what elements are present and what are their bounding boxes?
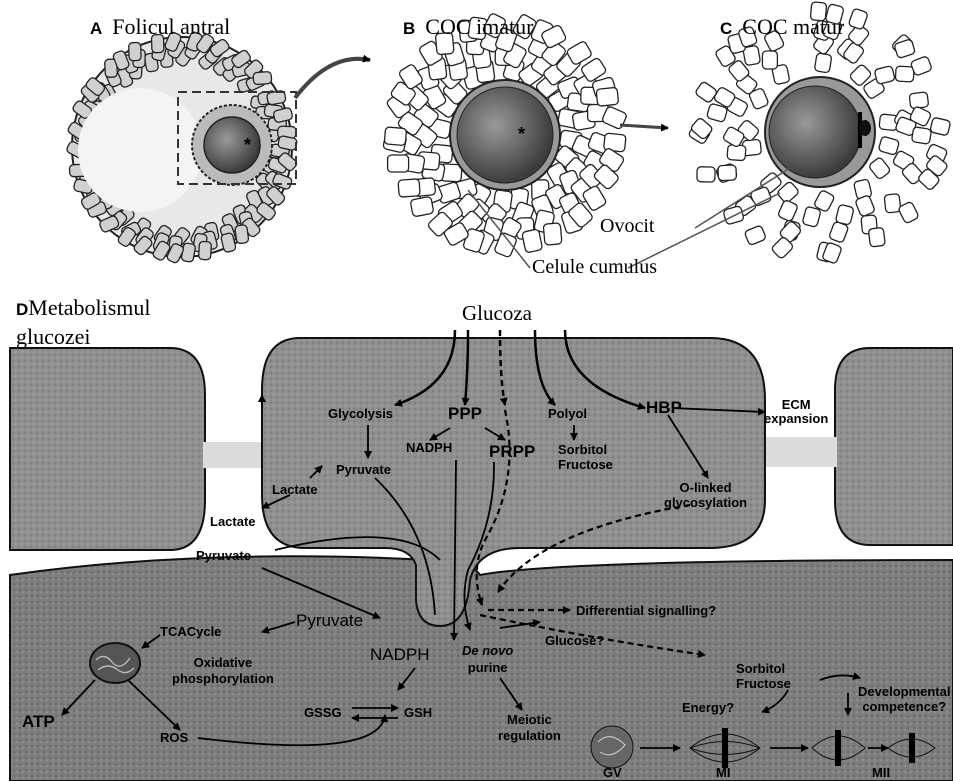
ros-label: ROS <box>160 730 188 745</box>
cell-shape <box>253 71 272 84</box>
immature-coc-drawing: * <box>383 12 628 257</box>
cell-shape <box>814 53 832 73</box>
dev-line2: competence? <box>862 699 946 714</box>
pyruvate-outer-label: Pyruvate <box>196 548 251 563</box>
cell-shape <box>909 92 929 109</box>
differential-signalling-label: Differential signalling? <box>576 603 716 618</box>
cell-shape <box>129 42 142 60</box>
cell-shape <box>388 155 409 172</box>
cell-shape <box>868 157 891 180</box>
cell-shape <box>848 8 868 30</box>
cell-shape <box>398 179 420 197</box>
cell-shape <box>522 229 543 253</box>
panel-c-title-text: COC matur <box>742 14 844 39</box>
cell-shape <box>868 227 885 247</box>
cell-shape <box>718 165 737 181</box>
fructose-cumulus-label: Fructose <box>558 457 613 472</box>
de-novo-text: De novo <box>462 643 513 658</box>
sorbitol-oocyte-label: Sorbitol <box>736 661 785 676</box>
meiotic-line2: regulation <box>498 728 561 743</box>
ecm-line2: expansion <box>764 411 828 426</box>
cell-shape <box>543 223 562 245</box>
ovocit-label: Ovocit <box>600 215 654 238</box>
cell-shape <box>777 199 798 222</box>
lactate-outer-label: Lactate <box>210 514 256 529</box>
dev-line1: Developmental <box>858 684 950 699</box>
panel-b-title-text: COC imatur <box>425 14 533 39</box>
glucose-question-label: Glucose? <box>545 633 604 648</box>
cell-shape <box>199 241 212 260</box>
panel-d-title-line1: Metabolismul <box>28 295 150 320</box>
tca-cycle-label: TCACycle <box>160 624 221 639</box>
cell-shape <box>898 201 920 224</box>
mi-label: MI <box>716 765 730 780</box>
oxphos-line2: phosphorylation <box>172 671 274 686</box>
mature-coc-drawing <box>688 2 951 264</box>
panel-c-letter: C <box>720 19 732 38</box>
ecm-expansion-label: ECM expansion <box>764 398 828 426</box>
purine-text: purine <box>468 660 508 675</box>
panel-b-letter: B <box>403 19 415 38</box>
panel-d-letter: D <box>16 300 28 319</box>
cell-shape <box>697 167 715 182</box>
sorbitol-cumulus-label: Sorbitol <box>558 442 607 457</box>
nadph-oocyte-label: NADPH <box>370 645 430 665</box>
olinked-line2: glycosylation <box>664 495 747 510</box>
panel-b-title: B COC imatur <box>403 14 533 40</box>
hbp-label: HBP <box>646 398 682 418</box>
gv-label: GV <box>603 765 622 780</box>
panel-d-title: DMetabolismul glucozei <box>16 294 151 350</box>
cell-shape <box>884 194 901 213</box>
svg-text:*: * <box>518 124 525 144</box>
cell-shape <box>384 127 406 146</box>
svg-text:*: * <box>244 135 251 155</box>
lactate-inner-label: Lactate <box>272 482 318 497</box>
cell-shape <box>235 224 249 243</box>
cell-shape <box>762 51 777 69</box>
oxphos-label: Oxidative phosphorylation <box>172 655 274 687</box>
olinked-glycosylation-label: O-linked glycosylation <box>664 480 747 510</box>
cell-shape <box>802 206 821 227</box>
fructose-oocyte-label: Fructose <box>736 676 791 691</box>
cell-shape <box>930 117 951 136</box>
gssg-label: GSSG <box>304 705 342 720</box>
cell-shape <box>911 127 931 145</box>
gsh-label: GSH <box>404 705 432 720</box>
olinked-line1: O-linked <box>680 480 732 495</box>
cell-shape <box>744 225 766 246</box>
meiotic-regulation-label: Meiotic regulation <box>498 712 561 744</box>
panel-a-title-text: Folicul antral <box>112 14 230 39</box>
cell-shape <box>874 66 895 85</box>
mii-label: MII <box>872 765 890 780</box>
polyol-label: Polyol <box>548 406 587 421</box>
developmental-competence-label: Developmental competence? <box>858 684 950 714</box>
panel-a-letter: A <box>90 19 102 38</box>
ppp-label: PPP <box>448 404 482 424</box>
de-novo-purine-label: De novo purine <box>462 642 513 676</box>
cell-shape <box>895 66 914 82</box>
panel-c-title: C COC matur <box>720 14 844 40</box>
pyruvate-oocyte-label: Pyruvate <box>296 611 363 631</box>
atp-label: ATP <box>22 712 55 732</box>
panel-d-title-line2: glucozei <box>16 324 91 349</box>
energy-question-label: Energy? <box>682 700 734 715</box>
ecm-line1: ECM <box>782 397 811 412</box>
oxphos-line1: Oxidative <box>194 655 253 670</box>
glucose-label: Glucoza <box>462 301 532 326</box>
antral-follicle-drawing: * <box>66 31 299 264</box>
panel-a-title: A Folicul antral <box>90 14 230 40</box>
cell-shape <box>695 81 718 104</box>
meiotic-line1: Meiotic <box>507 712 552 727</box>
glycolysis-label: Glycolysis <box>328 406 393 421</box>
nadph-cumulus-label: NADPH <box>406 440 452 455</box>
cumulus-cells-label: Celule cumulus <box>532 256 657 279</box>
cell-shape <box>410 196 434 217</box>
cell-shape <box>181 243 196 263</box>
prpp-label: PRPP <box>489 442 535 462</box>
pyruvate-cumulus-label: Pyruvate <box>336 462 391 477</box>
cell-shape <box>596 87 619 106</box>
cell-shape <box>878 136 899 155</box>
